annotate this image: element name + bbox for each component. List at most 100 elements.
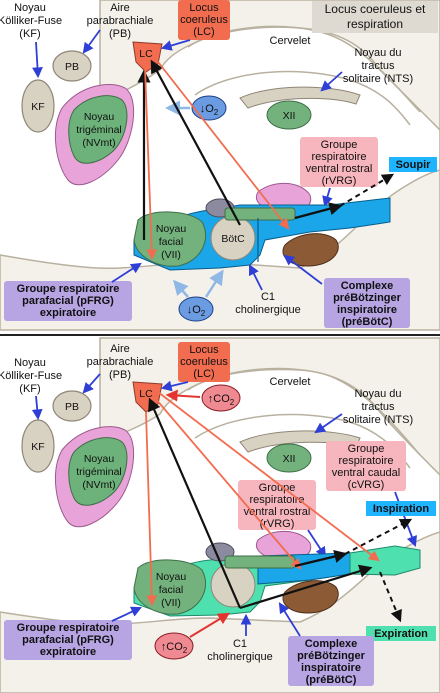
arrow-lc-to-rvrg xyxy=(154,57,290,230)
prebotc-label-line-2-b: préBötzinger xyxy=(297,650,366,662)
o2-upper-bubble xyxy=(191,95,227,121)
nts-label-line-1: Noyau du xyxy=(354,47,401,59)
kf-label-line-3-b: (KF) xyxy=(19,383,40,395)
facial-label-line-3-b: (VII) xyxy=(161,597,181,609)
o2-lower-arrow-left xyxy=(173,279,189,298)
prebotc-label-line-2: préBötzinger xyxy=(333,292,402,304)
nts-label-line-2: tractus xyxy=(361,60,395,72)
botc-nucleus-b xyxy=(210,562,256,608)
facial-label-line-1: Noyau xyxy=(156,223,187,235)
cvrg-arrow xyxy=(394,491,418,548)
expiration-label-box xyxy=(366,626,436,641)
rvrg-label-line-2-b: respiratoire xyxy=(249,494,304,506)
nvmt-label-line-2-b: trigéminal xyxy=(76,466,122,478)
pb-label-line-3-b: (PB) xyxy=(109,369,131,381)
lc-label-line-1-b: Locus xyxy=(189,344,219,356)
green-bar xyxy=(224,207,296,221)
title-box xyxy=(312,1,438,33)
nvmt-label-line-3-b: (NVmt) xyxy=(82,479,115,491)
pfrg-label-line-2: parafacial (pFRG) xyxy=(22,295,114,307)
soupir-label-box xyxy=(389,157,437,172)
nts-label-line-3: solitaire (NTS) xyxy=(343,73,413,85)
pfrg-label-box xyxy=(4,281,132,321)
arrow-lc-to-pfrg-b xyxy=(145,411,158,607)
kf-arrow xyxy=(32,41,43,79)
cervelet-label: Cervelet xyxy=(270,35,311,47)
xii-nucleus xyxy=(266,100,312,130)
rvrg-label-box xyxy=(300,137,378,187)
prebotc-label-line-1-b: Complexe xyxy=(305,638,358,650)
lc-label-box-b xyxy=(178,342,230,382)
pb-label-line-2-b: parabrachiale xyxy=(87,356,154,368)
nts-label-line-2-b: tractus xyxy=(361,401,395,413)
arrow-inspiration-dashed xyxy=(344,518,413,555)
cvrg-label-line-2: respiratoire xyxy=(338,455,393,467)
prebotc-label-line-3: inspiratoire xyxy=(337,304,397,316)
prebotc-label-line-4-b: (préBötC) xyxy=(306,674,357,686)
co2-upper-bubble xyxy=(201,384,241,412)
co2-lower-arrow xyxy=(189,612,231,638)
nvmt-label-line-3: (NVmt) xyxy=(82,137,115,149)
pb-arrow xyxy=(82,29,101,54)
kf-arrow-b xyxy=(31,395,43,421)
kf-label-line-2-b: Kölliker-Fuse xyxy=(0,370,62,382)
pfrg-label-line-1-b: Groupe respiratoire xyxy=(17,622,120,634)
o2-upper-text: ↓O2 xyxy=(200,103,219,117)
prebotc-label-box-b xyxy=(288,636,374,686)
lc-label-arrow xyxy=(160,39,191,51)
prebotc-label-line-1: Complexe xyxy=(341,280,394,292)
pfrg-arrow-b xyxy=(111,606,142,622)
pfrg-label-line-2-b: parafacial (pFRG) xyxy=(22,634,114,646)
pfrg-arrow xyxy=(111,262,142,283)
o2-lower-text: ↓O2 xyxy=(187,304,206,318)
title-line-2: respiration xyxy=(347,17,403,31)
pfrg-label-line-3-b: expiratoire xyxy=(40,646,96,658)
rvrg-label-line-3: ventral rostral xyxy=(306,163,373,175)
pfrg-label-line-3: expiratoire xyxy=(40,307,96,319)
lc-label-line-1: Locus xyxy=(189,2,219,14)
lc-label-line-3-b: (LC) xyxy=(193,368,214,380)
rvrg-label-line-3-b: ventral rostral xyxy=(244,506,311,518)
pb-label-line-1: Aire xyxy=(110,2,130,14)
arrow-lc-to-cvrg-b xyxy=(157,391,380,562)
facial-label-line-3: (VII) xyxy=(161,249,181,261)
nts-label-line-3-b: solitaire (NTS) xyxy=(343,414,413,426)
c1-label-line-1: C1 xyxy=(261,291,275,303)
nvmt-label-line-1: Noyau xyxy=(84,111,115,123)
c1-label-line-2: cholinergique xyxy=(235,304,300,316)
pb-nucleus xyxy=(52,50,92,82)
nts-shape xyxy=(239,86,361,109)
bottom-panel: Noyau Kölliker-Fuse (KF) KF Aire parabra… xyxy=(0,337,440,693)
lc-label-box xyxy=(178,0,230,40)
lc-abbr-b: LC xyxy=(139,388,153,400)
lc-abbr: LC xyxy=(139,48,153,60)
cvrg-label-line-1: Groupe xyxy=(348,443,385,455)
co2-lower-text: ↑CO2 xyxy=(161,641,188,655)
inspiration-label: Inspiration xyxy=(373,503,430,515)
prebotc-arrow xyxy=(283,254,323,285)
facial-label-line-1-b: Noyau xyxy=(156,571,187,583)
kf-label-line-1: Noyau xyxy=(14,2,46,14)
arrow-lc-to-pfrg xyxy=(144,67,158,261)
cervelet-label-b: Cervelet xyxy=(270,376,311,388)
rvrg-label-line-4-b: (rVRG) xyxy=(260,518,295,530)
pfrg-label-box-b xyxy=(4,620,132,660)
expiration-label: Expiration xyxy=(374,628,428,640)
xii-abbr-b: XII xyxy=(283,453,296,465)
lc-label-line-2-b: coeruleus xyxy=(180,356,228,368)
lc-label-line-2: coeruleus xyxy=(180,14,228,26)
green-bar-b xyxy=(224,555,296,569)
arrow-c1-to-column xyxy=(239,564,373,610)
soupir-label: Soupir xyxy=(396,159,432,171)
c1-label-line-2-b: cholinergique xyxy=(207,651,272,663)
rvrg-label-arrow xyxy=(322,187,333,208)
facial-label-line-2: facial xyxy=(159,236,184,248)
pb-abbr: PB xyxy=(65,61,79,73)
pfrg-label-line-1: Groupe respiratoire xyxy=(17,283,120,295)
arrow-to-inspiration xyxy=(294,550,348,568)
pb-arrow-b xyxy=(82,373,101,394)
cvrg-label-line-3: ventral caudal xyxy=(332,467,401,479)
nts-arrow xyxy=(320,71,343,92)
